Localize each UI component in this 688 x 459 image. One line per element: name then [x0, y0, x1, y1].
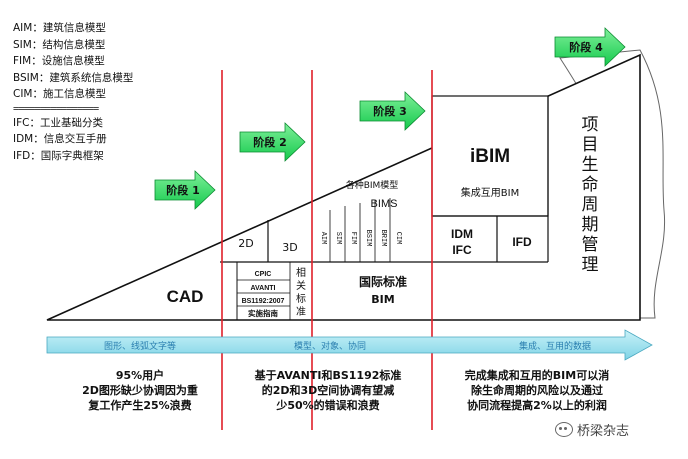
legend-item: IFD：国际字典框架 — [13, 149, 104, 162]
bottom-line: 95%用户 — [115, 369, 165, 382]
vertical-char: 命 — [582, 175, 599, 195]
legend-item: FIM：设施信息模型 — [13, 55, 105, 67]
bim-label: BIM — [371, 293, 394, 306]
bottom-line: 复工作产生25%浪费 — [88, 399, 192, 412]
model-label-cim: CIM — [394, 232, 402, 245]
stage-3-label: 阶段 3 — [373, 104, 406, 118]
legend: AIM：建筑信息模型 SIM：结构信息模型 FIM：设施信息模型 BSIM：建筑… — [13, 20, 223, 164]
ibim-label: iBIM — [470, 146, 510, 167]
stage-arrow-4: 阶段 4 — [554, 27, 626, 67]
bottom-description-2: 基于AVANTI和BS1192标准 的2D和3D空间协调有望减 少50%的错误和… — [238, 368, 418, 413]
vertical-char: 理 — [582, 255, 599, 275]
model-label-brim: BRIM — [379, 230, 387, 247]
legend-item: IDM：信息交互手册 — [13, 133, 107, 145]
bottom-line: 基于AVANTI和BS1192标准 — [254, 369, 402, 382]
cpic-label: CPIC — [255, 271, 272, 278]
ibim-block — [431, 95, 549, 217]
stage-4-label: 阶段 4 — [569, 40, 603, 54]
vertical-model-labels: AIM SIM FIM BSIM BRIM CIM — [319, 230, 402, 247]
integrated-bim-label: 集成互用BIM — [461, 186, 519, 199]
idm-label: IDM — [451, 227, 473, 241]
vertical-char: 相 — [296, 266, 306, 279]
legend-item: BSIM：建筑系统信息模型 — [13, 71, 134, 84]
model-label-aim: AIM — [319, 232, 327, 245]
vertical-char: 管 — [582, 235, 599, 255]
stage-2-label: 阶段 2 — [253, 135, 286, 149]
ifd-label: IFD — [512, 235, 532, 249]
model-columns — [329, 198, 391, 262]
vertical-char: 生 — [582, 155, 599, 175]
stage-arrow-1: 阶段 1 — [154, 170, 216, 210]
bottom-description-3: 完成集成和互用的BIM可以消 除生命周期的风险以及通过 协同流程提高2%以上的利… — [442, 368, 632, 413]
bottom-timeline-arrow — [46, 329, 653, 361]
arrow-text-1: 图形、线弧文字等 — [104, 340, 176, 352]
intl-standard-label: 国际标准 — [359, 274, 407, 289]
vertical-char: 准 — [296, 306, 306, 318]
vertical-char: 周 — [582, 195, 599, 215]
bs1192-label: BS1192:2007 — [242, 298, 285, 305]
bims-label: BIMS — [371, 198, 398, 210]
arrow-text-3: 集成、互用的数据 — [519, 340, 591, 352]
bottom-description-1: 95%用户 2D图形缺少协调因为重 复工作产生25%浪费 — [60, 368, 220, 413]
vertical-char: 关 — [296, 279, 306, 292]
cad-label: CAD — [167, 287, 204, 306]
legend-item: SIM：结构信息模型 — [13, 38, 106, 51]
label-2d: 2D — [238, 237, 253, 250]
bottom-line: 2D图形缺少协调因为重 — [82, 384, 198, 397]
vertical-char: 目 — [582, 135, 599, 155]
vertical-char: 标 — [296, 293, 306, 305]
stage-1-label: 阶段 1 — [166, 183, 199, 197]
various-bim-label: 各种BIM模型 — [346, 179, 399, 191]
stage-lines — [221, 70, 433, 430]
bottom-line: 少50%的错误和浪费 — [276, 399, 380, 412]
stage-arrow-3: 阶段 3 — [359, 91, 426, 131]
label-3d: 3D — [282, 241, 297, 254]
wechat-icon — [555, 422, 573, 437]
model-label-fim: FIM — [349, 232, 357, 245]
legend-item: IFC：工业基础分类 — [13, 116, 103, 129]
guide-label: 实施指南 — [248, 308, 278, 318]
bottom-line: 协同流程提高2%以上的利润 — [467, 399, 607, 412]
bottom-line: 的2D和3D空间协调有望减 — [261, 384, 395, 397]
legend-item: CIM：施工信息模型 — [13, 88, 106, 100]
vertical-char: 项 — [582, 115, 599, 135]
avanti-label: AVANTI — [250, 285, 275, 292]
model-label-bsim: BSIM — [364, 230, 372, 247]
bottom-line: 除生命周期的风险以及通过 — [471, 384, 603, 397]
stage-arrow-2: 阶段 2 — [239, 122, 306, 162]
model-label-sim: SIM — [334, 232, 342, 245]
bottom-line: 完成集成和互用的BIM可以消 — [464, 369, 610, 382]
ifc-label: IFC — [452, 243, 472, 257]
arrow-text-2: 模型、对象、协同 — [294, 340, 366, 352]
watermark-text: 桥梁杂志 — [577, 424, 630, 439]
legend-item: AIM：建筑信息模型 — [13, 22, 106, 34]
watermark: 桥梁杂志 — [555, 420, 629, 439]
legend-separator: ================ — [13, 102, 99, 115]
vertical-char: 期 — [582, 215, 599, 235]
